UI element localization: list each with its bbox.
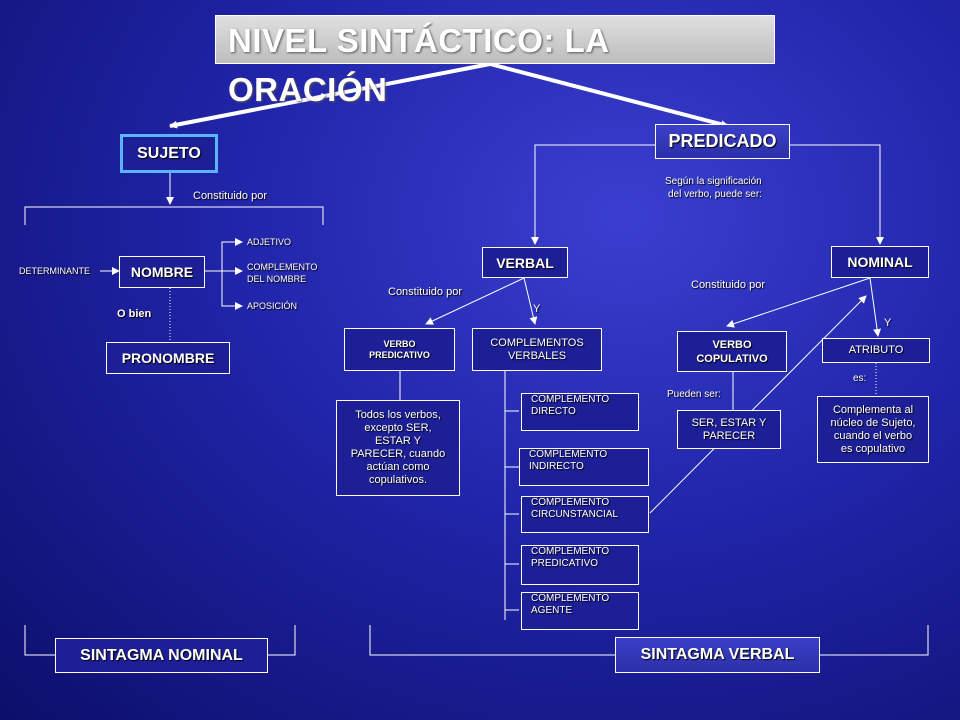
nominal-y-label: Y: [884, 317, 892, 329]
atr-line-1: Complementa al: [832, 403, 914, 416]
complemento-directo-box: COMPLEMENTO DIRECTO: [521, 393, 639, 431]
sujeto-constituido-label: Constituido por: [193, 190, 267, 202]
sintagma-verbal-box: SINTAGMA VERBAL: [615, 637, 820, 673]
complemento-predicativo-line-2: PREDICATIVO: [531, 558, 599, 569]
complemento-indirecto-line-1: COMPLEMENTO: [529, 449, 608, 460]
complementos-verbales-line-2: VERBALES: [507, 349, 567, 362]
complemento-directo-line-1: COMPLEMENTO: [531, 394, 610, 405]
complemento-predicativo-box: COMPLEMENTO PREDICATIVO: [521, 545, 639, 585]
desc-line-1: Todos los verbos,: [355, 409, 441, 421]
ser-estar-line-1: SER, ESTAR Y: [691, 416, 767, 429]
sintagma-nominal-box: SINTAGMA NOMINAL: [55, 638, 268, 673]
verbo-copulativo-box: VERBO COPULATIVO: [677, 331, 787, 372]
verbo-predicativo-desc-box: Todos los verbos, excepto SER, ESTAR Y P…: [336, 400, 460, 496]
atributo-box: ATRIBUTO: [822, 338, 930, 363]
nombre-box: NOMBRE: [119, 256, 205, 288]
atr-line-2: núcleo de Sujeto,: [830, 416, 916, 429]
desc-line-4: PARECER, cuando: [350, 448, 446, 460]
complemento-nombre-label-2: DEL NOMBRE: [247, 274, 307, 284]
determinante-label: DETERMINANTE: [19, 266, 91, 276]
nominal-constituido-label: Constituido por: [691, 279, 765, 291]
desc-line-5: actúan como: [366, 461, 430, 473]
verbo-copulativo-line-2: COPULATIVO: [696, 352, 768, 365]
desc-line-6: copulativos.: [368, 474, 428, 486]
complemento-agente-box: COMPLEMENTO AGENTE: [521, 592, 639, 630]
complemento-indirecto-box: COMPLEMENTO INDIRECTO: [519, 448, 649, 486]
complemento-agente-line-1: COMPLEMENTO: [531, 593, 610, 604]
atributo-desc-box: Complementa al núcleo de Sujeto, cuando …: [817, 396, 929, 463]
verbal-box: VERBAL: [482, 247, 568, 278]
verbal-constituido-label: Constituido por: [388, 286, 462, 298]
ser-estar-line-2: PARECER: [702, 429, 756, 442]
complemento-predicativo-line-1: COMPLEMENTO: [531, 546, 610, 557]
verbo-copulativo-line-1: VERBO: [712, 338, 752, 351]
desc-line-2: excepto SER,: [364, 422, 432, 434]
verbo-predicativo-line-2: PREDICATIVO: [369, 349, 430, 360]
complemento-circunstancial-line-2: CIRCUNSTANCIAL: [531, 509, 619, 520]
verbo-predicativo-line-1: VERBO: [383, 338, 416, 349]
nominal-box: NOMINAL: [831, 246, 929, 278]
ser-estar-parecer-box: SER, ESTAR Y PARECER: [677, 410, 781, 449]
atr-line-4: es copulativo: [840, 442, 906, 455]
complemento-agente-line-2: AGENTE: [531, 605, 573, 616]
page-title: NIVEL SINTÁCTICO: LA ORACIÓN: [215, 15, 775, 108]
complemento-circunstancial-line-1: COMPLEMENTO: [531, 497, 610, 508]
segun-label-2: del verbo, puede ser:: [668, 189, 762, 200]
complementos-verbales-box: COMPLEMENTOS VERBALES: [472, 328, 602, 371]
desc-line-3: ESTAR Y: [374, 435, 422, 447]
adjetivo-label: ADJETIVO: [247, 237, 292, 247]
o-bien-label: O bien: [117, 308, 152, 320]
complemento-indirecto-line-2: INDIRECTO: [529, 461, 584, 472]
complemento-circunstancial-box: COMPLEMENTO CIRCUNSTANCIAL: [521, 496, 649, 533]
pueden-ser-label: Pueden ser:: [667, 389, 721, 400]
complemento-nombre-label-1: COMPLEMENTO: [247, 262, 318, 272]
complementos-verbales-line-1: COMPLEMENTOS: [490, 336, 584, 349]
atr-line-3: cuando el verbo: [833, 429, 913, 442]
predicado-box: PREDICADO: [655, 124, 790, 159]
complemento-directo-line-2: DIRECTO: [531, 406, 576, 417]
segun-label-1: Según la significación: [665, 176, 762, 187]
aposicion-label: APOSICIÓN: [247, 301, 298, 311]
pronombre-box: PRONOMBRE: [106, 342, 230, 374]
sujeto-box: SUJETO: [120, 134, 218, 173]
verbal-y-label: Y: [533, 303, 541, 315]
verbo-predicativo-box: VERBO PREDICATIVO: [344, 328, 455, 371]
es-label: es:: [853, 373, 867, 384]
